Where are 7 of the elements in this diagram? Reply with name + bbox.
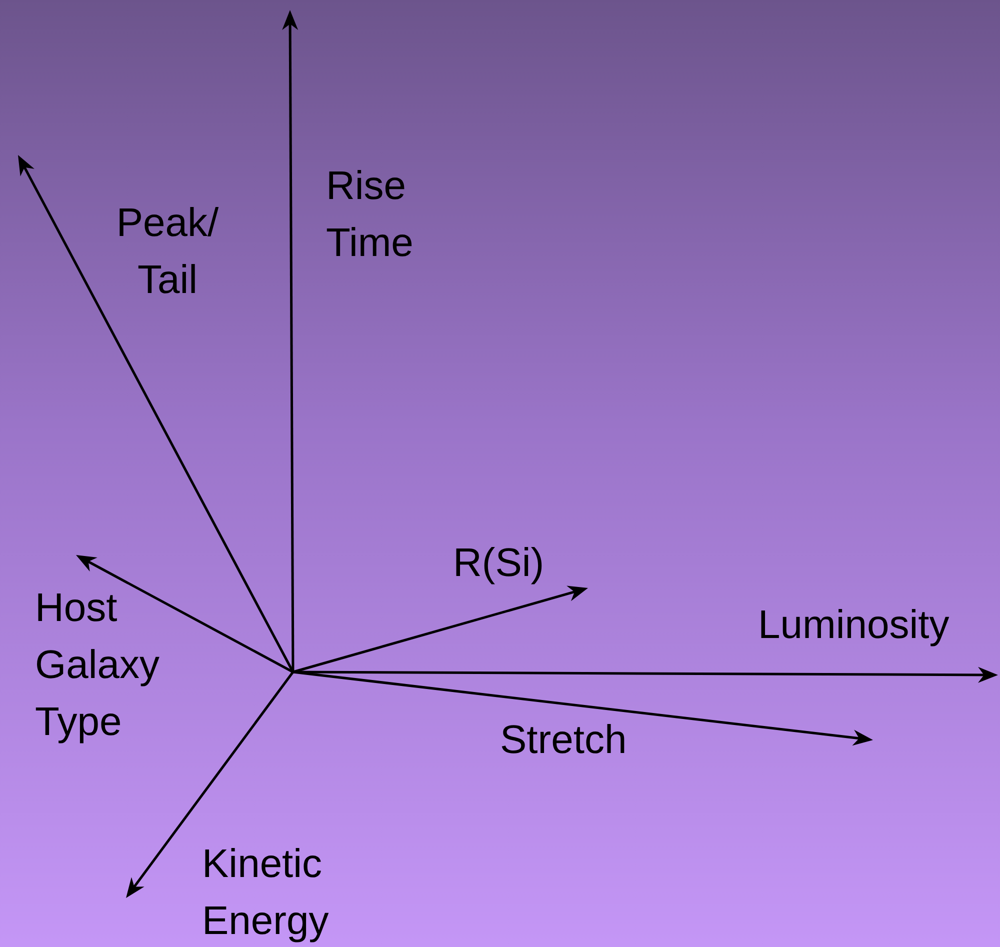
axis-label: Rise Time <box>326 163 414 267</box>
axis-label: R(Si) <box>453 540 544 587</box>
axis-label: Host Galaxy Type <box>35 585 160 746</box>
axis-label: Stretch <box>500 717 627 764</box>
axis-label: Kinetic Energy <box>202 841 330 945</box>
axis-label: Luminosity <box>758 602 950 649</box>
axis-label: Peak/ Tail <box>115 200 220 304</box>
